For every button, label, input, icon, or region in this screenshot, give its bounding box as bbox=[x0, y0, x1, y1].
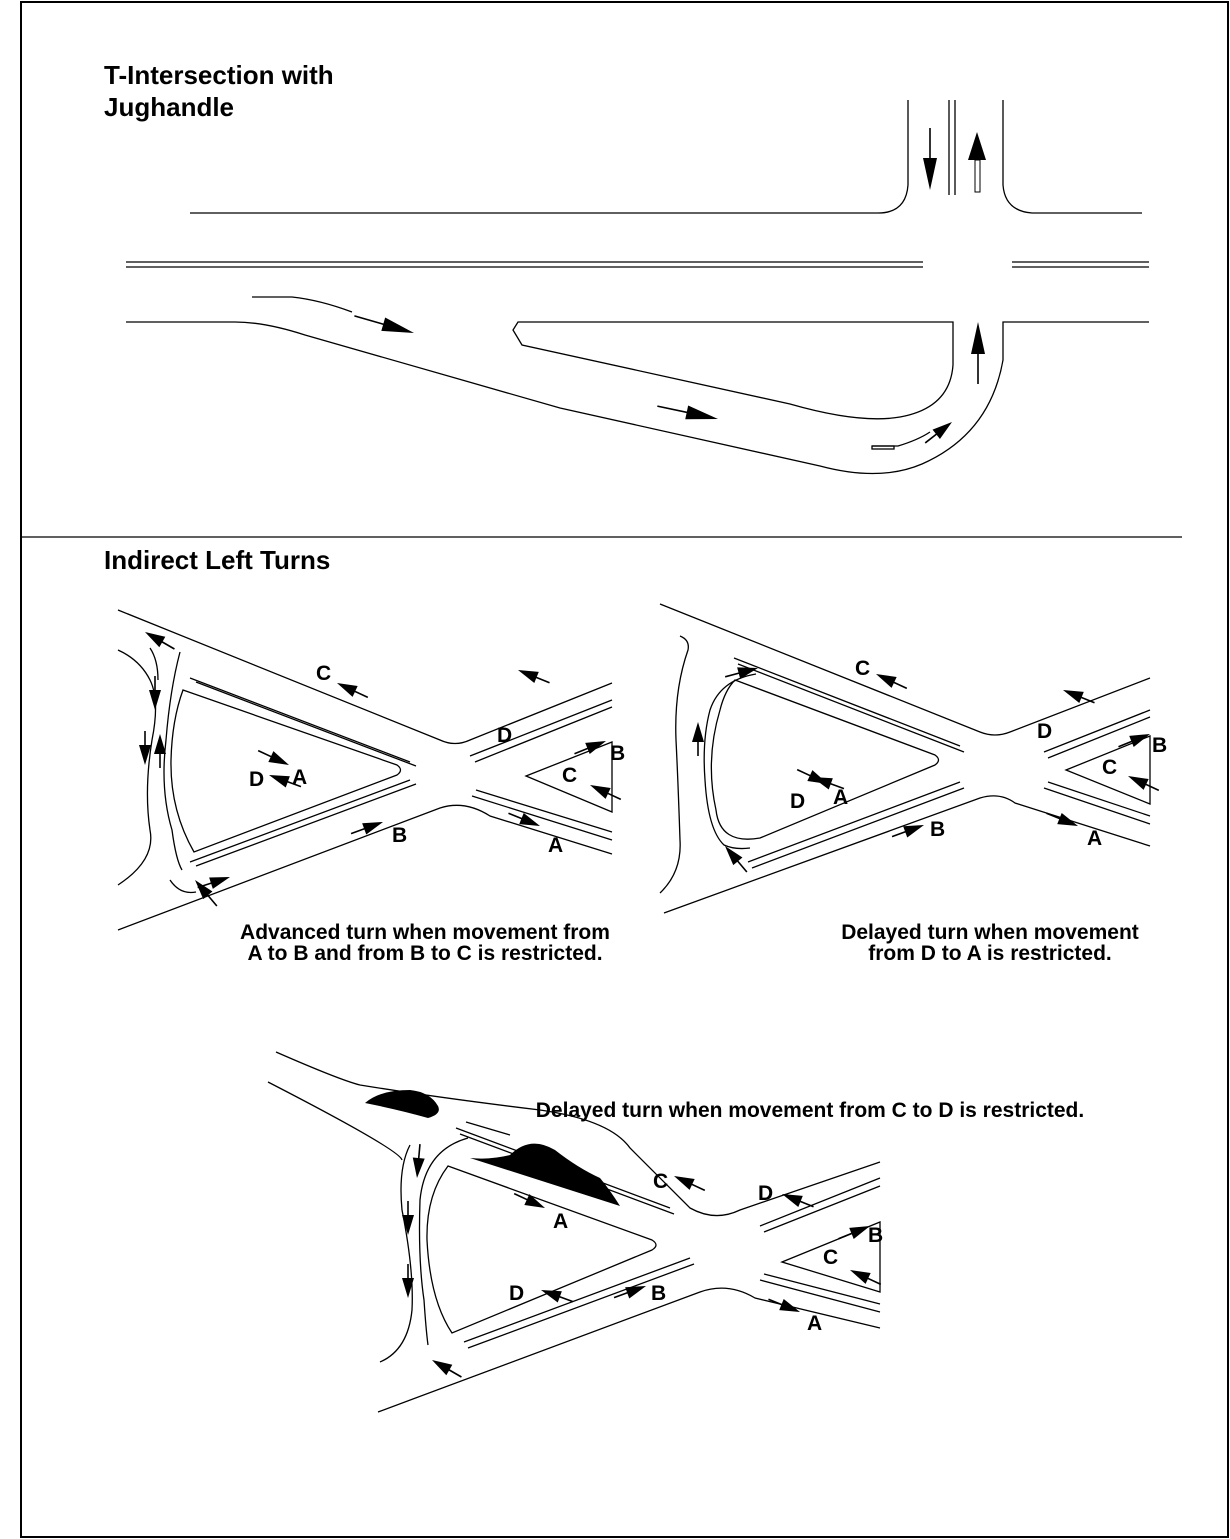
delayed-turn-cd-caption: Delayed turn when movement from C to D i… bbox=[535, 1099, 1085, 1122]
jughandle-diagram bbox=[126, 100, 1149, 475]
advanced-caption-line2: A to B and from B to C is restricted. bbox=[247, 942, 603, 965]
label-a: A bbox=[292, 766, 307, 789]
label-b: B bbox=[610, 742, 625, 765]
label-a: A bbox=[1087, 827, 1102, 850]
label-b: B bbox=[930, 818, 945, 841]
shadow-island-1 bbox=[365, 1090, 439, 1118]
advanced-turn-caption: Advanced turn when movement from A to B … bbox=[140, 922, 710, 964]
label-a: A bbox=[548, 834, 563, 857]
northbound-lane-marker bbox=[974, 159, 981, 193]
label-c: C bbox=[1102, 756, 1117, 779]
delayed-da-caption-line1: Delayed turn when movement bbox=[841, 921, 1139, 944]
delayed-turn-cd-diagram: A D C B D B C A bbox=[267, 1051, 885, 1413]
northbound-arrowhead bbox=[968, 132, 986, 160]
label-b: B bbox=[392, 824, 407, 847]
delayed-da-caption-line2: from D to A is restricted. bbox=[868, 942, 1112, 965]
jughandle-title-line2: Jughandle bbox=[104, 92, 235, 122]
jughandle-title: T-Intersection with bbox=[104, 60, 334, 90]
label-c: C bbox=[653, 1170, 668, 1193]
label-d: D bbox=[249, 768, 264, 791]
advanced-turn-diagram: A D C B D B C A bbox=[117, 609, 625, 931]
label-c: C bbox=[855, 657, 870, 680]
label-b: B bbox=[868, 1224, 883, 1247]
label-b: B bbox=[651, 1282, 666, 1305]
label-b: B bbox=[1152, 734, 1167, 757]
label-d: D bbox=[758, 1182, 773, 1205]
label-a: A bbox=[833, 786, 848, 809]
label-d: D bbox=[1037, 720, 1052, 743]
label-c: C bbox=[562, 764, 577, 787]
label-d: D bbox=[497, 724, 512, 747]
page-border bbox=[20, 1, 1229, 1538]
delayed-turn-da-caption: Delayed turn when movement from D to A i… bbox=[760, 922, 1220, 964]
delayed-turn-da-diagram: A D C B D B C A bbox=[659, 603, 1167, 914]
label-d: D bbox=[509, 1282, 524, 1305]
indirect-left-turns-title: Indirect Left Turns bbox=[104, 545, 331, 575]
shadow-island-2 bbox=[470, 1143, 620, 1206]
label-a: A bbox=[553, 1210, 568, 1233]
label-c: C bbox=[823, 1246, 838, 1269]
advanced-caption-line1: Advanced turn when movement from bbox=[240, 921, 610, 944]
label-c: C bbox=[316, 662, 331, 685]
jughandle-arrows bbox=[351, 127, 986, 449]
label-a: A bbox=[807, 1312, 822, 1335]
label-d: D bbox=[790, 790, 805, 813]
